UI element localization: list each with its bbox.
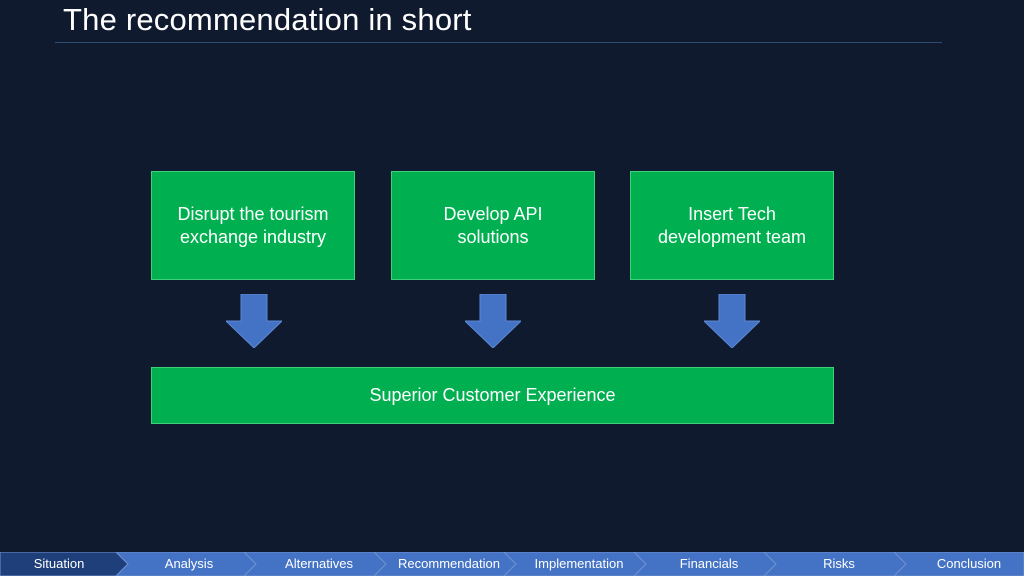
nav-item-conclusion[interactable]: Conclusion [936,556,1002,571]
section-nav-bar: Situation Analysis Alternatives Recommen… [0,552,1024,576]
input-box-tech-team: Insert Tech development team [630,171,834,280]
down-arrow-icon [465,294,521,348]
nav-item-analysis[interactable]: Analysis [164,556,214,571]
page-title: The recommendation in short [63,2,472,37]
nav-chevron-conclusion [893,552,1024,576]
input-box-1-line-2: exchange industry [179,226,327,247]
nav-item-situation[interactable]: Situation [33,556,85,571]
input-box-3-line-2: development team [657,226,807,247]
nav-chevron-risks [763,552,907,576]
nav-item-financials[interactable]: Financials [679,556,739,571]
nav-chevrons [0,552,1024,576]
input-box-disrupt-tourism: Disrupt the tourism exchange industry [151,171,355,280]
nav-item-alternatives[interactable]: Alternatives [285,556,353,571]
title-divider [55,42,942,43]
input-box-2-line-1: Develop API [443,203,543,224]
nav-chevron-implementation [503,552,647,576]
outcome-label: Superior Customer Experience [369,385,616,405]
nav-item-implementation[interactable]: Implementation [534,556,624,571]
nav-chevron-analysis [115,552,257,576]
input-box-1-line-1: Disrupt the tourism [177,203,329,224]
input-box-3-line-1: Insert Tech [688,203,776,224]
input-box-2-line-2: solutions [457,226,529,247]
down-arrow-icon [704,294,760,348]
nav-chevron-recommendation [373,552,517,576]
outcome-box: Superior Customer Experience [151,367,834,424]
nav-chevron-financials [633,552,777,576]
nav-chevron-alternatives [243,552,387,576]
nav-item-risks[interactable]: Risks [823,556,855,571]
input-box-develop-api: Develop API solutions [391,171,595,280]
down-arrow-icon [226,294,282,348]
nav-item-recommendation[interactable]: Recommendation [398,556,500,571]
